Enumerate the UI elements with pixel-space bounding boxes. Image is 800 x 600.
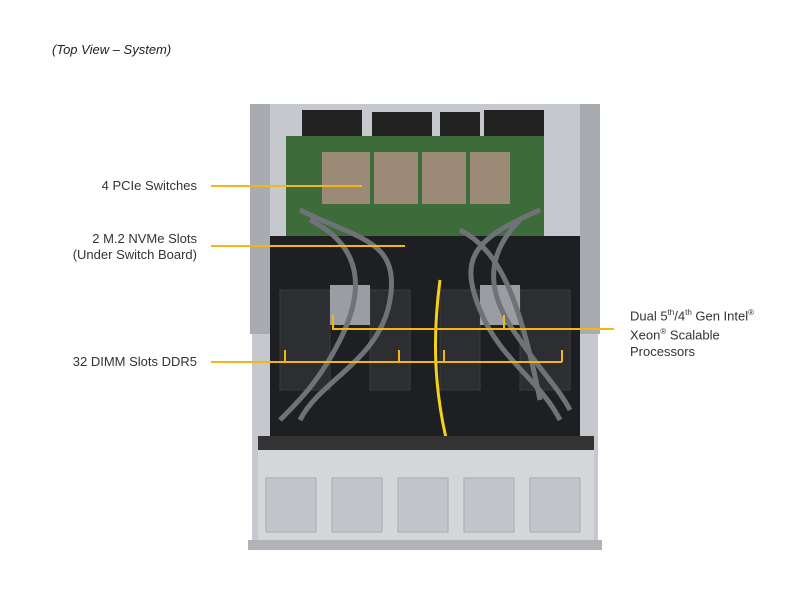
top-connectors — [302, 110, 544, 138]
cables — [278, 207, 573, 422]
right-rail — [580, 104, 600, 334]
t: th — [685, 308, 692, 317]
t: Scalable — [666, 327, 720, 343]
label-pcie-switches: 4 PCIe Switches — [101, 178, 197, 193]
label-cpu-line1: Dual 5th/4th Gen Intel® — [630, 305, 754, 324]
front-bezel — [248, 540, 602, 550]
t: ® — [748, 308, 755, 317]
t: Dual 5 — [630, 308, 668, 324]
label-nvme-line2: (Under Switch Board) — [72, 247, 197, 262]
left-rail — [250, 104, 270, 334]
cpu-leader — [332, 315, 614, 330]
label-dimm-slots: 32 DIMM Slots DDR5 — [72, 354, 197, 369]
pcie-switch-heatsinks — [322, 152, 510, 204]
figure-caption: (Top View – System) — [52, 42, 172, 57]
t: th — [667, 308, 675, 317]
drive-bay-slots — [265, 477, 581, 533]
yellow-cable — [433, 279, 448, 439]
label-cpu-line3: Processors — [630, 343, 696, 359]
t: /4 — [674, 308, 686, 324]
fan-wall — [258, 436, 594, 450]
label-cpu-line2: Xeon® Scalable — [630, 324, 754, 343]
t: Gen Intel — [691, 308, 749, 324]
t: Xeon — [630, 327, 661, 343]
label-processors: Dual 5th/4th Gen Intel® Xeon® Scalable P… — [630, 305, 754, 360]
label-nvme-slots: 2 M.2 NVMe Slots (Under Switch Board) — [73, 231, 197, 263]
leader-lines — [211, 185, 614, 363]
t: ® — [660, 327, 667, 337]
label-nvme-line1: 2 M.2 NVMe Slots — [92, 231, 197, 246]
